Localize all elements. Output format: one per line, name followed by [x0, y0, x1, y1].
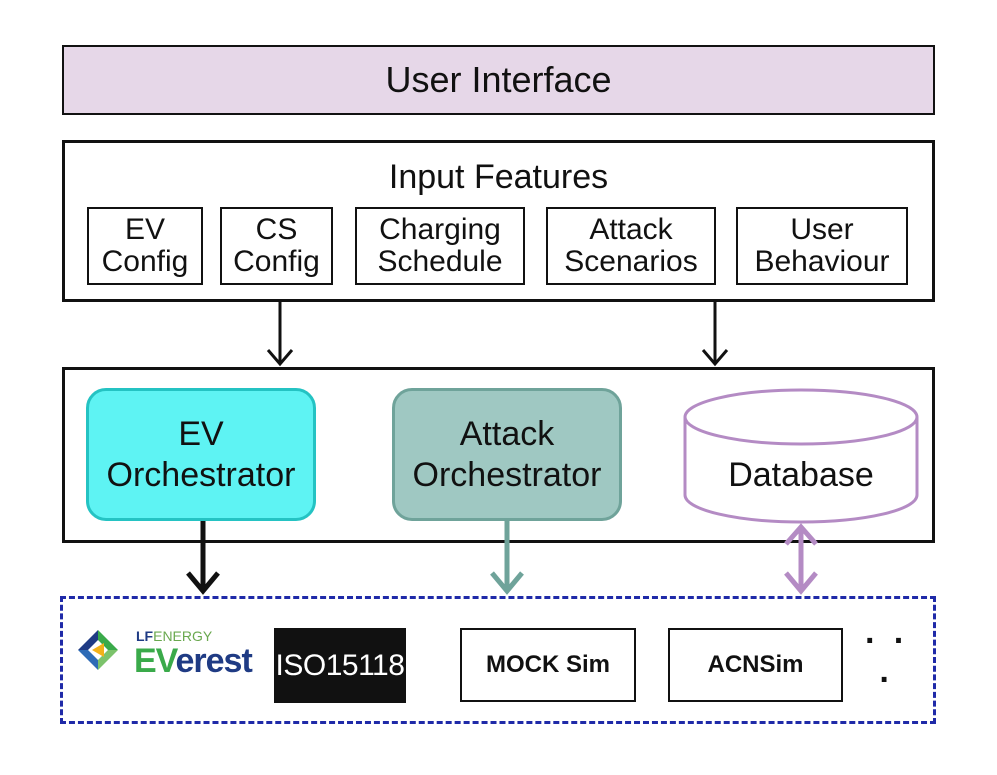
feature-charging-schedule-line1: Charging [379, 212, 501, 246]
arrow-ev-orchestrator-to-simulators [186, 521, 220, 595]
more-simulators-ellipsis: · · · [864, 622, 910, 699]
ev-orchestrator-line2: Orchestrator [106, 455, 296, 494]
feature-ev-config-line1: EV [124, 212, 166, 246]
feature-ev-config: EV Config [87, 207, 203, 285]
feature-charging-schedule-line2: Schedule [377, 245, 503, 278]
everest-rest-letters: erest [175, 642, 252, 680]
feature-user-behaviour-line2: Behaviour [754, 245, 890, 278]
arrow-input-to-database [701, 302, 729, 367]
feature-attack-scenarios-line2: Scenarios [564, 245, 698, 278]
attack-orchestrator-line2: Orchestrator [412, 455, 602, 494]
user-interface-bar: User Interface [62, 45, 935, 115]
feature-charging-schedule: Charging Schedule [355, 207, 525, 285]
input-features-title: Input Features [388, 157, 609, 196]
energy-logo-letters: ENERGY [153, 628, 213, 644]
acnsim-box: ACNSim [668, 628, 843, 702]
attack-orchestrator: Attack Orchestrator [392, 388, 622, 521]
iso15118-box: ISO15118 [274, 628, 406, 703]
database-label: Database [728, 455, 874, 494]
user-interface-label: User Interface [385, 59, 612, 100]
feature-attack-scenarios-line1: Attack [589, 212, 673, 246]
feature-cs-config-line1: CS [255, 212, 298, 246]
feature-user-behaviour-line1: User [790, 212, 854, 246]
database-cylinder [683, 388, 919, 524]
arrow-database-to-simulators [784, 523, 818, 595]
ev-orchestrator: EV Orchestrator [86, 388, 316, 521]
feature-cs-config-line2: Config [233, 245, 320, 278]
attack-orchestrator-line1: Attack [459, 414, 555, 453]
feature-attack-scenarios: Attack Scenarios [546, 207, 716, 285]
feature-user-behaviour: User Behaviour [736, 207, 908, 285]
everest-logo-text: EVerest [134, 642, 253, 681]
simulators-box [60, 596, 936, 724]
lf-energy-logo-text: LFENERGY [136, 628, 212, 644]
feature-ev-config-line2: Config [101, 245, 189, 278]
lf-logo-letters: LF [136, 628, 154, 644]
everest-ev-letters: EV [134, 642, 176, 680]
arrow-input-to-ev-orchestrator [266, 302, 294, 367]
everest-logo-mark [78, 630, 118, 670]
arrow-attack-orchestrator-to-simulators [490, 521, 524, 595]
ev-orchestrator-line1: EV [178, 414, 224, 453]
mock-sim-box: MOCK Sim [460, 628, 636, 702]
feature-cs-config: CS Config [220, 207, 333, 285]
